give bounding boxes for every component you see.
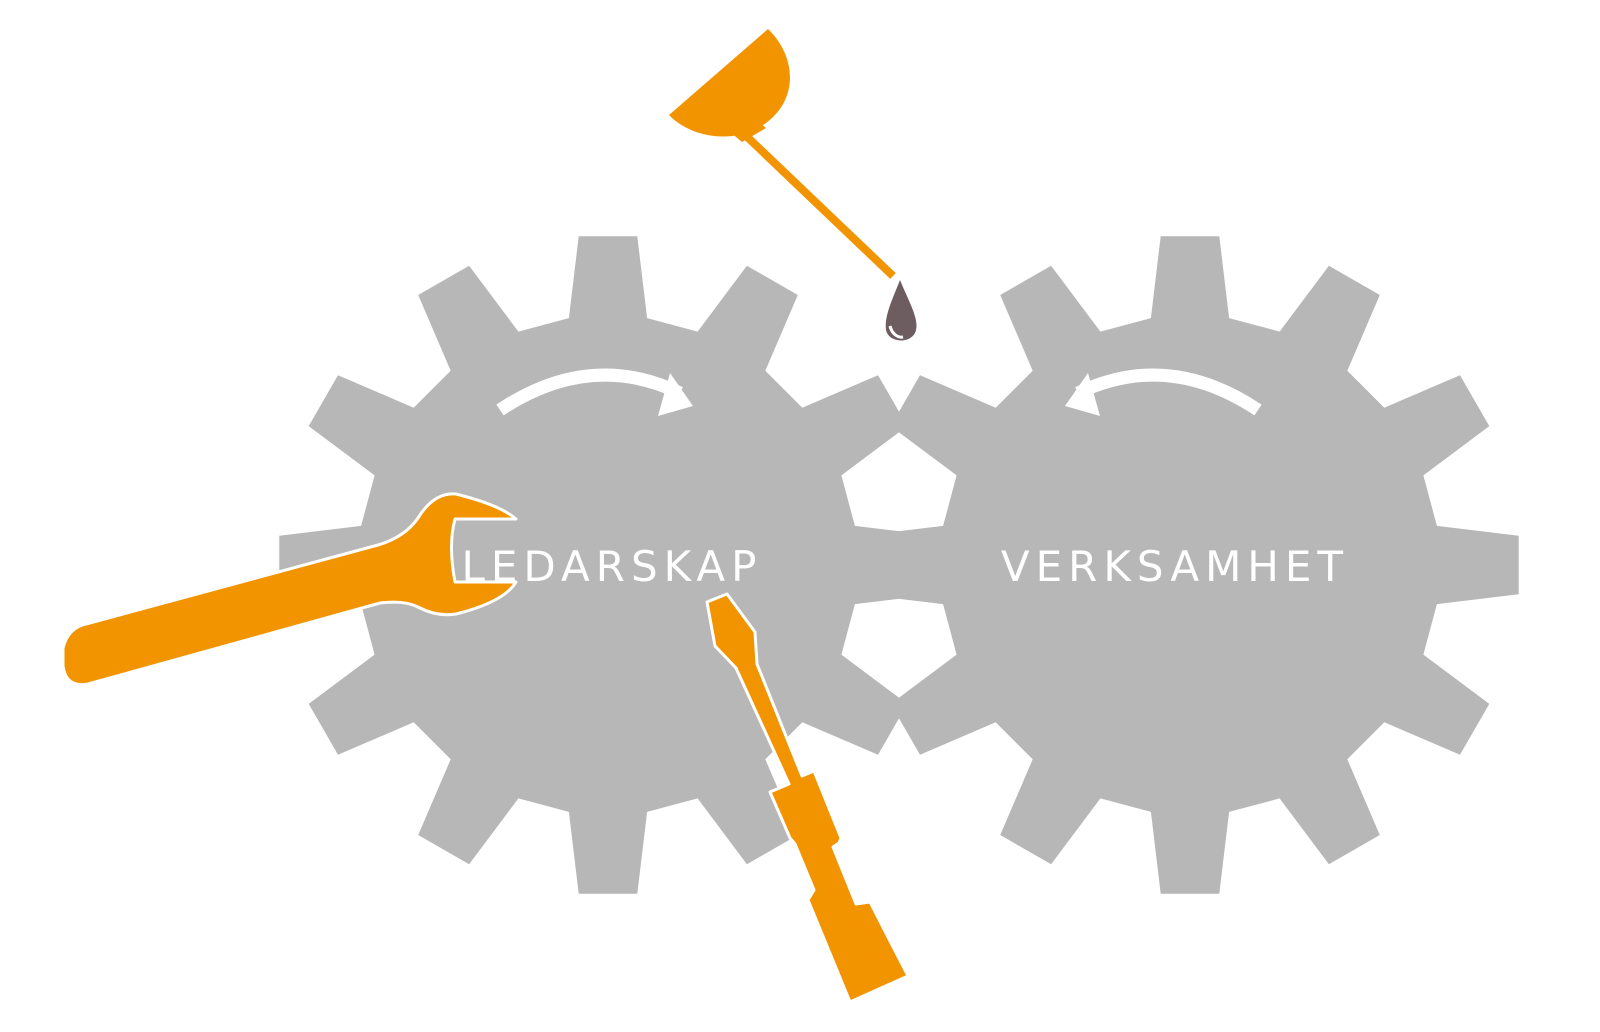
gear-verksamhet <box>861 236 1519 894</box>
oil-drop-icon <box>885 280 917 341</box>
gear-right-shape <box>861 236 1519 894</box>
oil-drop-highlight <box>888 325 904 339</box>
oil-can-icon <box>669 29 896 279</box>
arrow-counterclockwise-icon <box>1065 368 1262 416</box>
wrench-icon <box>61 492 518 687</box>
screwdriver-icon <box>705 592 910 1004</box>
gear-right-label: VERKSAMHET <box>1001 542 1349 591</box>
arrow-clockwise-icon <box>496 368 693 416</box>
gear-left-label: LEDARSKAP <box>462 542 763 591</box>
